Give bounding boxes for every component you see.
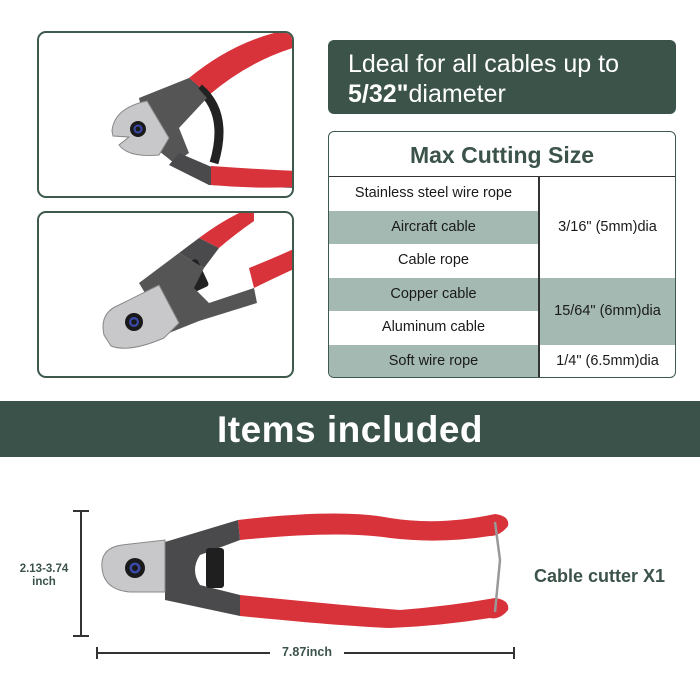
column-divider: [538, 177, 540, 377]
size-cell: 3/16" (5mm)dia: [539, 177, 675, 278]
size-value: 1/4" (6.5mm)dia: [556, 353, 659, 370]
material-row: Soft wire rope: [329, 344, 538, 377]
height-dimension-line: [73, 510, 89, 637]
items-included-banner: Items included: [0, 401, 700, 457]
table-title: Max Cutting Size: [329, 132, 675, 177]
length-dimension-label: 7.87inch: [270, 645, 344, 659]
product-image-closeup-1: [37, 31, 294, 198]
size-value: 3/16" (5mm)dia: [558, 219, 657, 236]
product-image-closeup-2: [37, 211, 294, 378]
height-range: 2.13-3.74: [19, 563, 69, 575]
size-value: 15/64" (6mm)dia: [554, 303, 661, 319]
cable-cutter-jaw-illustration: [111, 33, 292, 188]
headline-line2: 5/32"diameter: [348, 79, 676, 109]
max-diameter-value: 5/32": [348, 80, 409, 108]
material-row: Cable rope: [398, 252, 469, 268]
included-item-label: Cable cutter X1: [534, 566, 666, 586]
headline-line1: Ldeal for all cables up to: [348, 50, 620, 78]
material-row: Stainless steel wire rope: [354, 185, 513, 201]
diameter-label: diameter: [408, 80, 506, 108]
height-dimension-label: 2.13-3.74 inch: [14, 563, 74, 589]
size-cell: 1/4" (6.5mm)dia: [539, 345, 675, 378]
cable-cutter-jaw-illustration: [102, 213, 292, 349]
max-cutting-size-table: Max Cutting Size Stainless steel wire ro…: [328, 131, 676, 378]
material-row: Copper cable: [329, 277, 538, 311]
material-row: Aircraft cable: [329, 210, 538, 244]
cable-cutter-full-illustration: [101, 513, 509, 628]
height-unit: inch: [32, 576, 56, 588]
headline-box: Ldeal for all cables up to 5/32"diameter: [328, 40, 676, 114]
material-row: Aluminum cable: [381, 319, 486, 335]
size-cell: 15/64" (6mm)dia: [539, 277, 675, 345]
